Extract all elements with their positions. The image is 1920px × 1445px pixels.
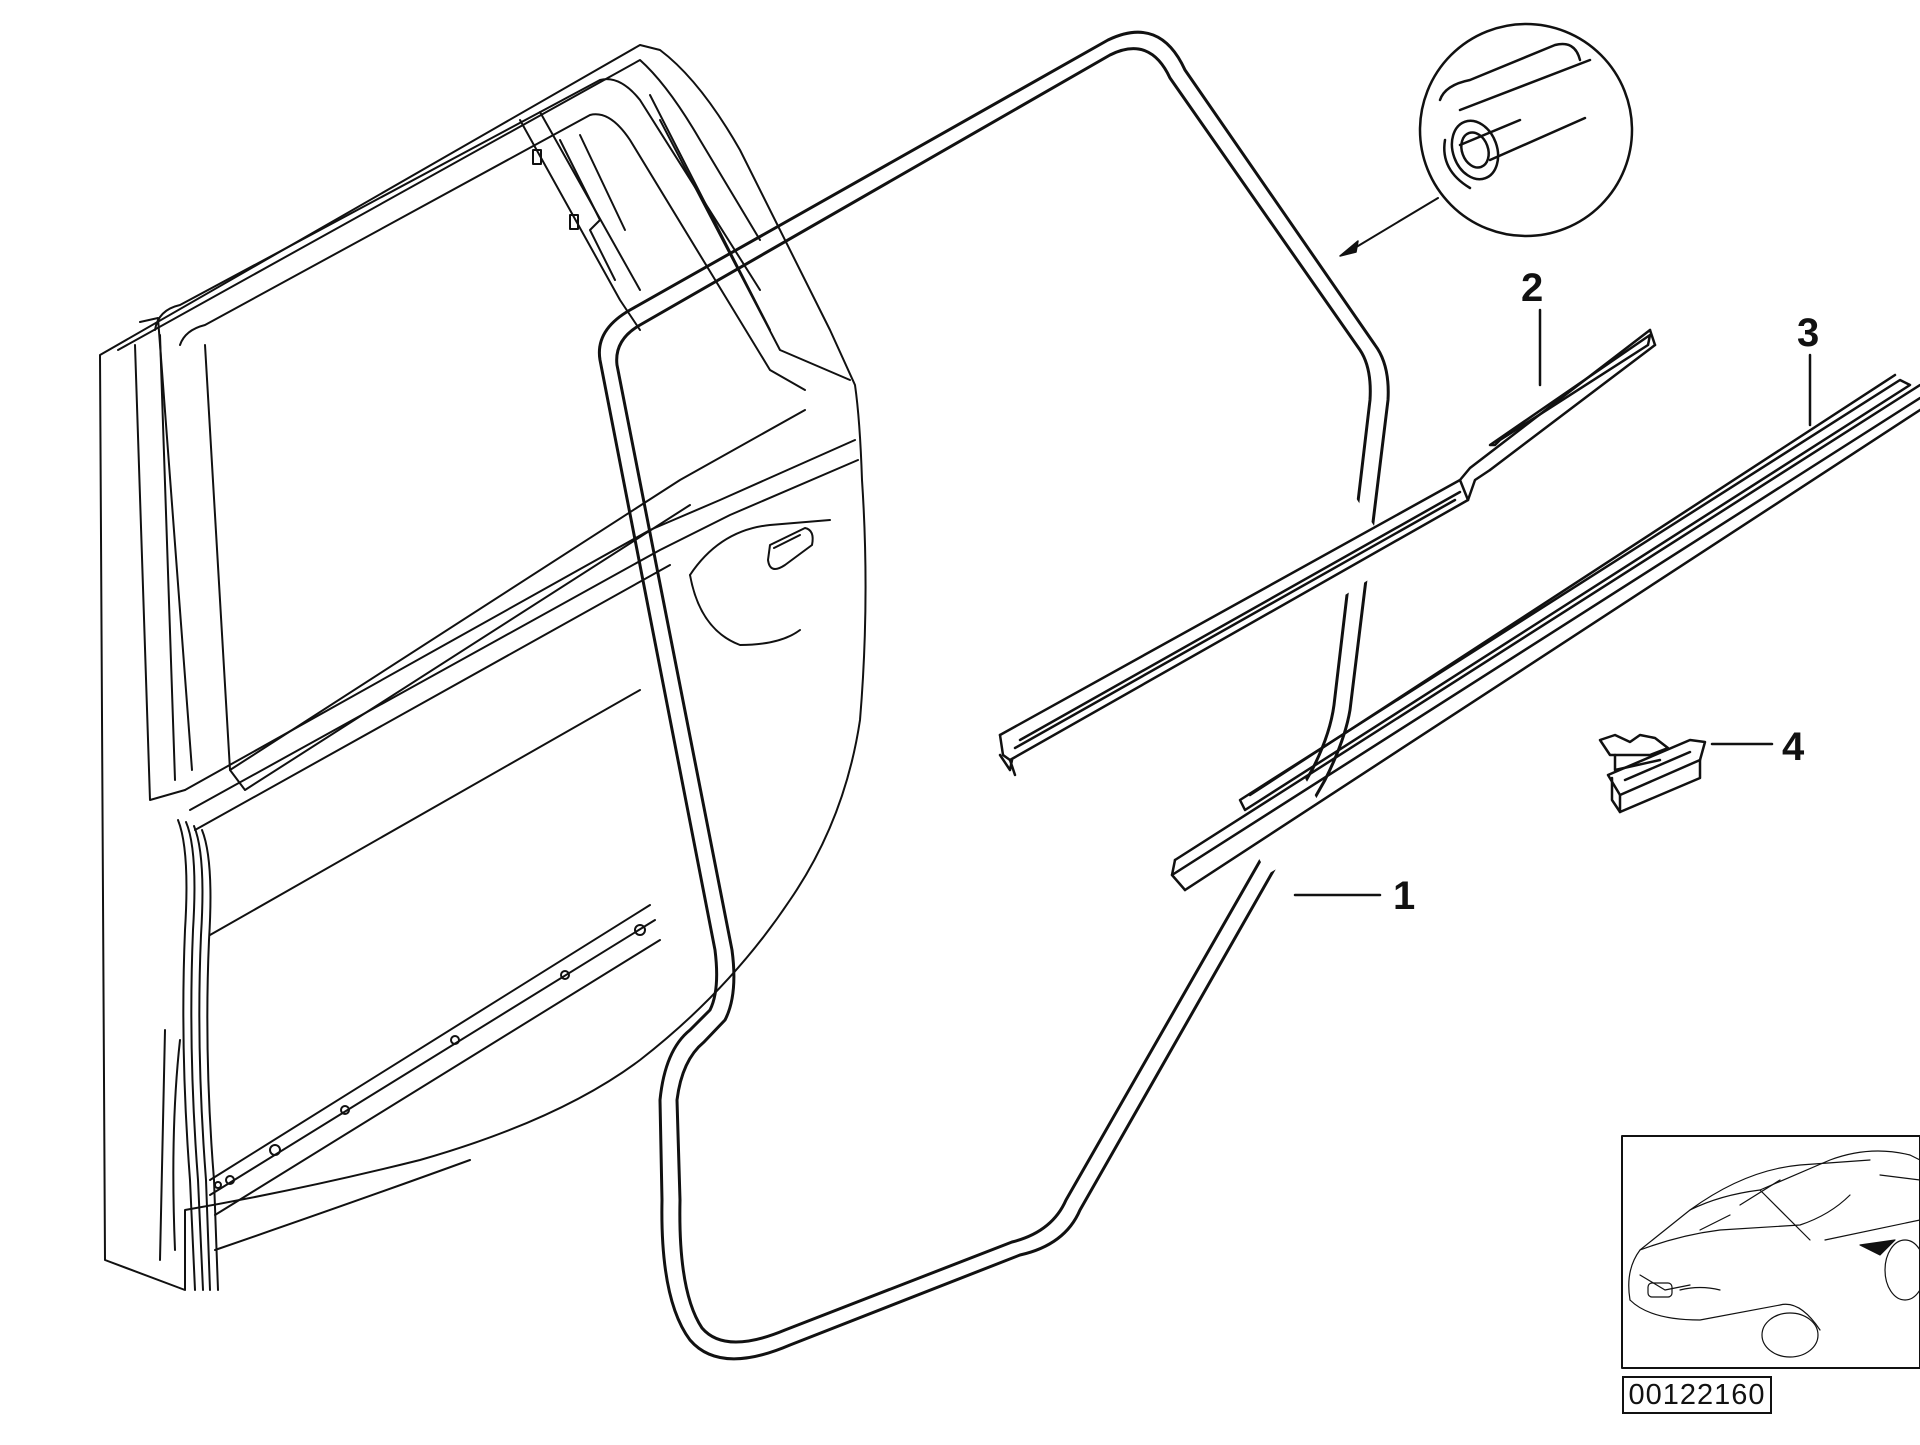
callout-1: 1 <box>1393 874 1416 918</box>
locator-thumbnail <box>1621 1135 1920 1369</box>
end-clip <box>1598 733 1707 814</box>
detail-arrow <box>1347 197 1439 253</box>
detail-circle <box>1418 22 1634 238</box>
door-shell <box>99 44 867 1291</box>
callout-3: 3 <box>1797 311 1820 355</box>
callout-2: 2 <box>1521 266 1544 310</box>
callout-4: 4 <box>1782 725 1805 769</box>
outer-moulding-strip <box>1170 373 1920 892</box>
door-seal <box>597 30 1390 1361</box>
callout-leaders <box>1293 308 1812 897</box>
diagram-number: 00122160 <box>1622 1376 1772 1414</box>
window-channel-strip <box>998 328 1657 777</box>
